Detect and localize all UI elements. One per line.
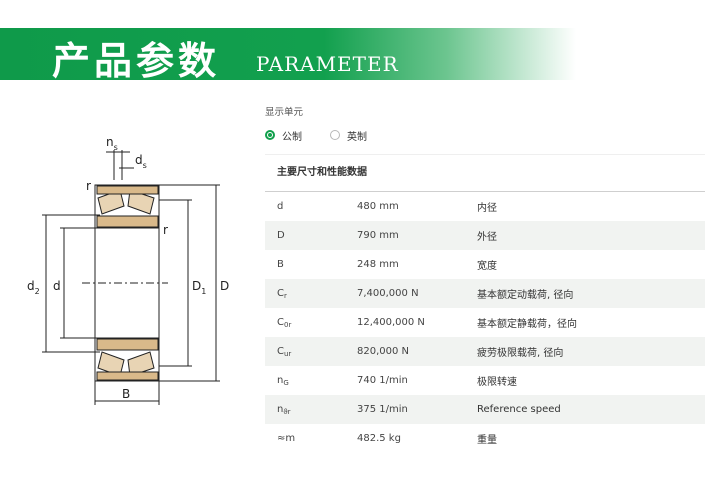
param-description: 外径 [477,221,705,250]
label-d2: d2 [27,279,40,296]
param-value: 482.5 kg [357,433,401,444]
param-symbol: Cur [265,337,357,366]
bearing-diagram: ns ds r r d2 d D1 D B [27,135,229,405]
param-description: 基本额定动载荷, 径向 [477,279,705,308]
header-banner [0,28,720,80]
radio-empty-icon[interactable] [330,130,340,140]
label-r-right: r [163,223,168,237]
param-description: Reference speed [477,395,705,424]
param-value: 248 mm [357,259,399,270]
label-r-top: r [86,179,91,193]
label-B: B [122,387,130,401]
param-value: 740 1/min [357,375,408,386]
unit-label: 显示单元 [265,107,304,118]
radio-selected-icon[interactable] [265,130,275,140]
param-description: 内径 [477,203,497,214]
table-row: d 480 mm 内径 [265,192,705,221]
label-d: d [53,279,61,293]
param-symbol: Cr [265,279,357,308]
param-description: 极限转速 [477,377,517,388]
param-symbol: D [265,221,357,250]
param-symbol: nϑr [265,395,357,424]
param-value: 790 mm [357,221,477,250]
param-value: 820,000 N [357,337,477,366]
param-symbol: C0r [277,316,292,329]
param-description: 疲劳极限载荷, 径向 [477,337,705,366]
table-row: B 248 mm 宽度 [265,250,705,279]
param-description: 基本额定静载荷，径向 [477,319,577,330]
param-value: 7,400,000 N [357,279,477,308]
unit-option-imperial[interactable]: 英制 [330,128,367,143]
label-D1: D1 [192,279,206,296]
param-value: 480 mm [357,201,399,212]
banner-subtitle: PARAMETER [256,52,399,76]
unit-option-metric[interactable]: 公制 [265,128,302,143]
param-symbol: d [277,201,284,212]
table-row: ≈m 482.5 kg 重量 [265,424,705,453]
table-row: nG 740 1/min 极限转速 [265,366,705,395]
label-D: D [220,279,229,293]
param-symbol: ≈m [277,433,296,444]
param-symbol: nG [277,374,289,387]
param-symbol: B [277,259,284,270]
table-row: C0r 12,400,000 N 基本额定静载荷，径向 [265,308,705,337]
banner-title: 产品参数 [52,39,221,83]
label-ds: ds [135,153,147,170]
param-description: 重量 [477,435,497,446]
unit-selector: 公制 英制 [265,128,705,143]
param-description: 宽度 [477,261,497,272]
label-ns: ns [106,135,118,152]
section-title: 主要尺寸和性能数据 [265,154,705,192]
param-value: 375 1/min [357,395,477,424]
param-value: 12,400,000 N [357,317,425,328]
